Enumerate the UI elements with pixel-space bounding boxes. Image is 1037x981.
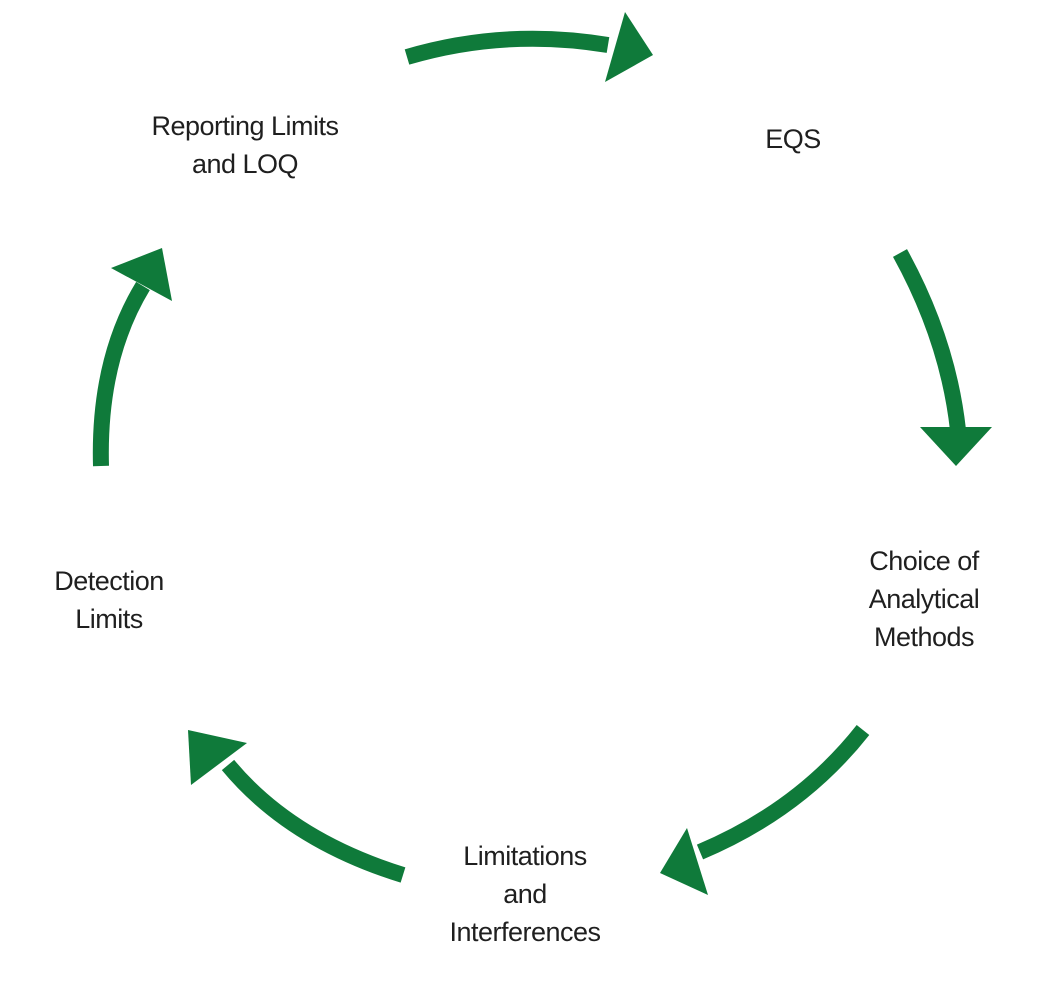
node-label-line: and [503,879,547,909]
arrow-shaft [696,725,870,860]
arrowhead [605,12,653,82]
arrow-eqs-to-choice [892,249,992,466]
arrow-limitations-to-detection [188,730,406,883]
arrowhead [188,730,247,785]
arrowhead [920,427,992,466]
node-label-line: EQS [765,124,821,154]
node-label-line: Reporting Limits [151,111,339,141]
node-label-line: Detection [54,566,164,596]
arrowhead [660,828,708,895]
node-label-line: Methods [873,622,975,652]
node-label-line: Limits [75,604,143,634]
node-detection-limits: Detection Limits [54,562,164,638]
arrowhead [111,248,172,301]
node-label-line: Analytical [868,584,980,614]
node-label-line: Limitations [463,841,587,871]
node-choice-of-analytical-methods: Choice of Analytical Methods [869,542,980,656]
arrow-shaft [221,759,406,883]
arrow-choice-to-limitations [660,725,870,895]
node-eqs: EQS [765,120,821,158]
arrow-reporting-to-eqs [404,12,653,82]
arrow-detection-to-reporting [92,248,172,467]
arrow-shaft [92,281,150,467]
node-label-line: Choice of [869,546,979,576]
node-limitations-and-interferences: Limitations and Interferences [449,837,601,951]
node-reporting-limits-and-loq: Reporting Limits and LOQ [151,107,339,183]
arrow-shaft [404,30,610,65]
arrow-shaft [892,249,966,431]
node-label-line: Interferences [449,917,601,947]
node-label-line: and LOQ [191,149,299,179]
